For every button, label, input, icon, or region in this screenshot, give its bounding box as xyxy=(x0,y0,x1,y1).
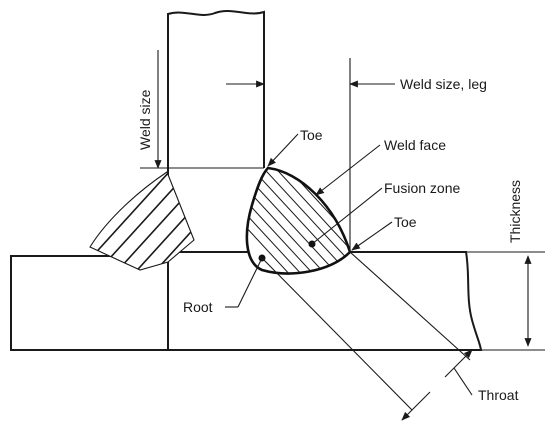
weld-size-vertical-label: Weld size xyxy=(137,89,153,150)
throat-arrow-upper xyxy=(444,349,473,378)
root-label: Root xyxy=(183,299,213,315)
root-leader-diag xyxy=(237,257,263,308)
toe-right-label: Toe xyxy=(394,214,417,230)
throat-ext-root xyxy=(261,257,413,411)
toe-top-leader xyxy=(267,133,299,167)
toe-right-leader xyxy=(351,221,393,251)
weld-face-leader xyxy=(315,144,381,196)
toe-top-label: Toe xyxy=(300,127,323,143)
weld-face-label: Weld face xyxy=(384,137,446,153)
fusion-zone-label: Fusion zone xyxy=(384,180,460,196)
throat-arrow-lower xyxy=(401,391,431,421)
right-base-plate xyxy=(168,251,483,351)
thickness-label: Thickness xyxy=(507,180,523,243)
vertical-plate xyxy=(167,10,265,350)
weld-size-leg-label: Weld size, leg xyxy=(400,76,487,92)
throat-ext-face xyxy=(349,251,471,361)
fusion-zone-leader xyxy=(311,187,383,245)
left-weld xyxy=(89,171,195,271)
throat-label: Throat xyxy=(478,387,519,403)
left-base-plate xyxy=(10,255,169,351)
throat-leader xyxy=(453,367,473,396)
